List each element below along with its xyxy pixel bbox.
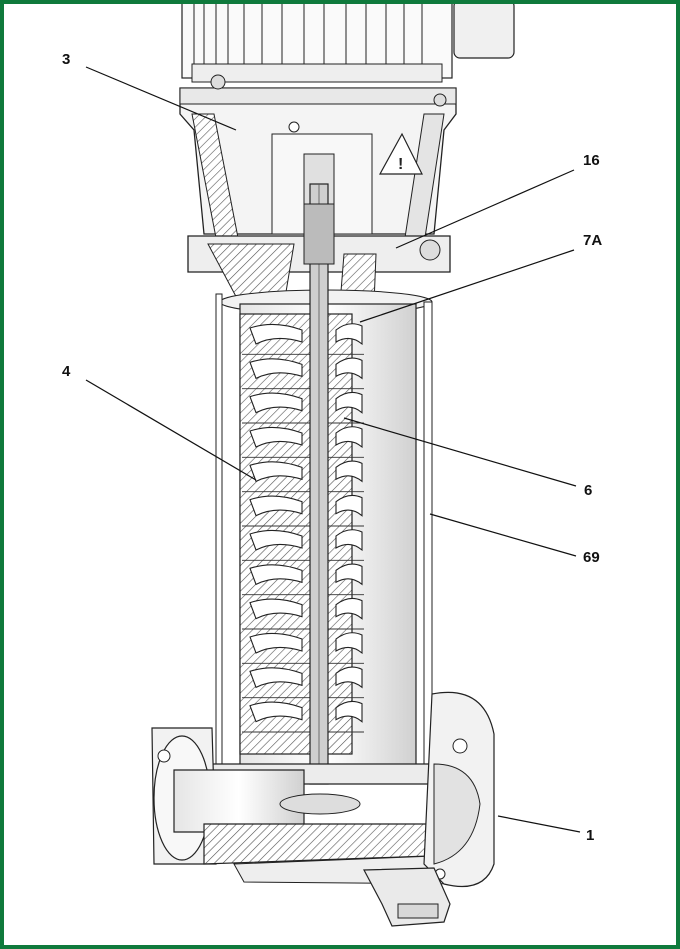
stage-vane-left [249, 392, 303, 414]
stage-vane-left [249, 495, 303, 517]
callout-1: 1 [586, 827, 595, 844]
callout-leaders [85, 66, 581, 833]
stage-vane-left [249, 426, 303, 448]
stage-vane-right [335, 391, 363, 414]
leader-6 [343, 417, 577, 487]
stage-vane-left [249, 598, 303, 620]
leader-1 [497, 815, 581, 833]
stage-vane-left [249, 667, 303, 689]
svg-text:!: ! [398, 156, 403, 173]
stage-vane-left [249, 529, 303, 551]
stage-vane-left [249, 564, 303, 586]
callout-69: 69 [583, 549, 600, 566]
motor-housing [181, 4, 515, 83]
stage-vane-left [249, 701, 303, 723]
stage-vane-right [335, 426, 363, 449]
stage-vane-right [335, 666, 363, 689]
leader-3 [85, 66, 237, 131]
leader-4 [85, 379, 257, 481]
pump-base [151, 691, 495, 927]
callout-7a: 7A [583, 232, 603, 249]
stage-vane-right [335, 597, 363, 620]
stage-vane-right [335, 460, 363, 483]
stage-vane-right [335, 529, 363, 552]
stage-vane-right [335, 563, 363, 586]
stage-vane-left [249, 358, 303, 380]
stage-vane-right [335, 700, 363, 723]
stage-vane-right [335, 632, 363, 655]
pump-cutaway-drawing: ! [85, 4, 581, 927]
stage-vane-left [249, 461, 303, 483]
callout-16: 16 [583, 152, 600, 169]
leader-16 [395, 169, 575, 249]
callout-3: 3 [62, 51, 71, 68]
pump-shaft [303, 183, 335, 785]
callout-6: 6 [584, 482, 593, 499]
callout-4: 4 [62, 363, 71, 380]
leader-7a [359, 249, 575, 323]
stage-vane-right [335, 357, 363, 380]
leader-69 [429, 513, 577, 557]
stage-stack [239, 313, 364, 755]
stage-vane-left [249, 632, 303, 654]
stage-vane-left [249, 323, 303, 345]
stage-vane-right [335, 323, 363, 346]
stage-vane-right [335, 494, 363, 517]
